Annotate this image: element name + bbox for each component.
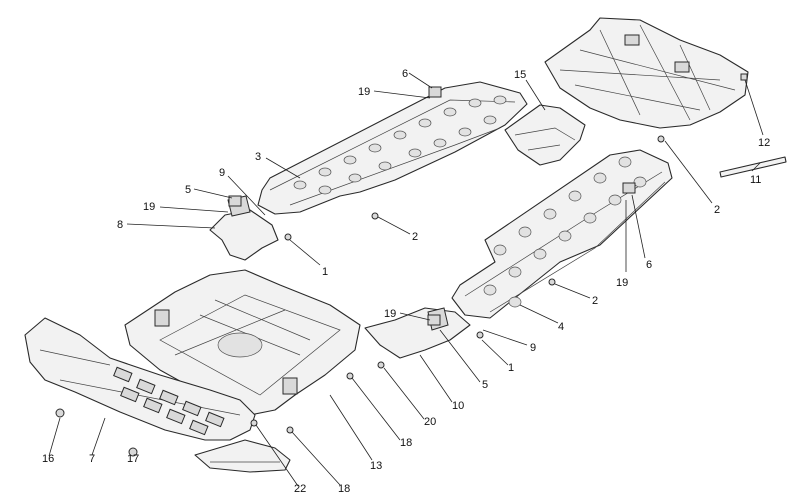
callout-18-top: 18 [400,437,412,449]
callout-19-top: 19 [358,86,370,98]
center-bracket-part [504,104,586,166]
callout-13: 13 [370,460,382,472]
callout-9-bottom: 9 [530,342,536,354]
rod-part [719,73,787,178]
callout-12: 12 [758,137,770,149]
callout-2-center: 2 [412,231,418,243]
front-grille-plate-part [24,317,256,441]
callout-4: 4 [558,321,564,333]
callout-17: 17 [127,453,139,465]
callout-9-left: 9 [219,167,225,179]
callout-19-left: 19 [143,201,155,213]
callout-5-bottom: 5 [482,379,488,391]
callout-7: 7 [89,453,95,465]
callout-2-right: 2 [592,295,598,307]
side-panel-left-part [257,81,528,215]
callout-19-bottom: 19 [384,308,396,320]
callout-6-right: 6 [646,259,652,271]
callout-2-right-top: 2 [714,204,720,216]
right-bracket-part [364,307,471,359]
callout-1-left: 1 [322,266,328,278]
callout-1-bottom: 1 [508,362,514,374]
callout-8: 8 [117,219,123,231]
callout-19-right: 19 [616,277,628,289]
front-lip-part [194,439,291,473]
fasteners [55,86,665,457]
callout-labels: 6 19 15 3 9 5 19 8 2 1 12 11 2 6 19 2 4 … [42,68,770,495]
callout-10: 10 [452,400,464,412]
callout-22: 22 [294,483,306,495]
callout-5-left: 5 [185,184,191,196]
callout-20: 20 [424,416,436,428]
main-skid-plate-part [124,269,361,416]
rear-skid-plate-part [544,17,749,129]
callout-15: 15 [514,69,526,81]
callout-18-bottom: 18 [338,483,350,495]
callout-16: 16 [42,453,54,465]
side-panel-right-part [451,149,673,319]
callout-3: 3 [255,151,261,163]
leader-lines [48,72,764,487]
callout-11: 11 [750,174,761,186]
callout-6-top: 6 [402,68,408,80]
